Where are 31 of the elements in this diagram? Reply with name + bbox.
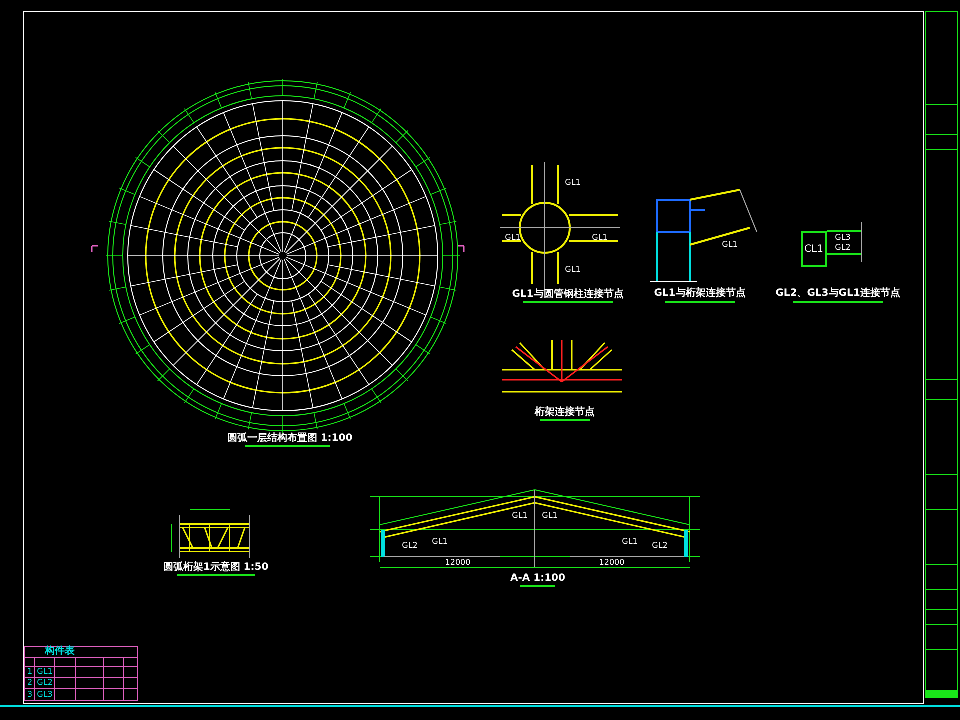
drawing-title: GL1与圆管钢柱连接节点	[512, 290, 624, 300]
dimension-text: 12000	[445, 559, 471, 567]
table-cell-text: 3	[27, 691, 33, 699]
member-label: GL1	[622, 538, 638, 546]
member-label: GL1	[512, 512, 528, 520]
member-label: CL1	[804, 244, 824, 254]
drawing-title: 圆弧桁架1示意图 1:50	[163, 563, 269, 573]
table-cell-text: GL3	[37, 691, 53, 699]
member-label: GL1	[542, 512, 558, 520]
member-label: GL3	[835, 234, 851, 242]
member-box	[801, 231, 827, 267]
drawing-title: GL2、GL3与GL1连接节点	[776, 289, 900, 299]
table-cell-text: 1	[27, 668, 33, 676]
table-cell-text: 2	[27, 679, 33, 687]
member-label: GL1	[565, 266, 581, 274]
dimension-text: 12000	[599, 559, 625, 567]
member-label: GL1	[565, 179, 581, 187]
drawing-title: 桁架连接节点	[535, 408, 595, 418]
table-title: 构件表	[45, 647, 75, 657]
drawing-title: GL1与桁架连接节点	[654, 289, 746, 299]
table-cell-text: GL1	[37, 668, 53, 676]
drawing-title: 圆弧一层结构布置图 1:100	[227, 434, 353, 444]
member-label: GL2	[652, 542, 668, 550]
drawing-title: A-A 1:100	[510, 574, 566, 584]
member-label: GL2	[402, 542, 418, 550]
member-label: GL1	[722, 241, 738, 249]
member-label: GL1	[505, 234, 521, 242]
member-label: GL1	[592, 234, 608, 242]
member-label: GL2	[835, 244, 851, 252]
member-label: GL1	[432, 538, 448, 546]
table-cell-text: GL2	[37, 679, 53, 687]
